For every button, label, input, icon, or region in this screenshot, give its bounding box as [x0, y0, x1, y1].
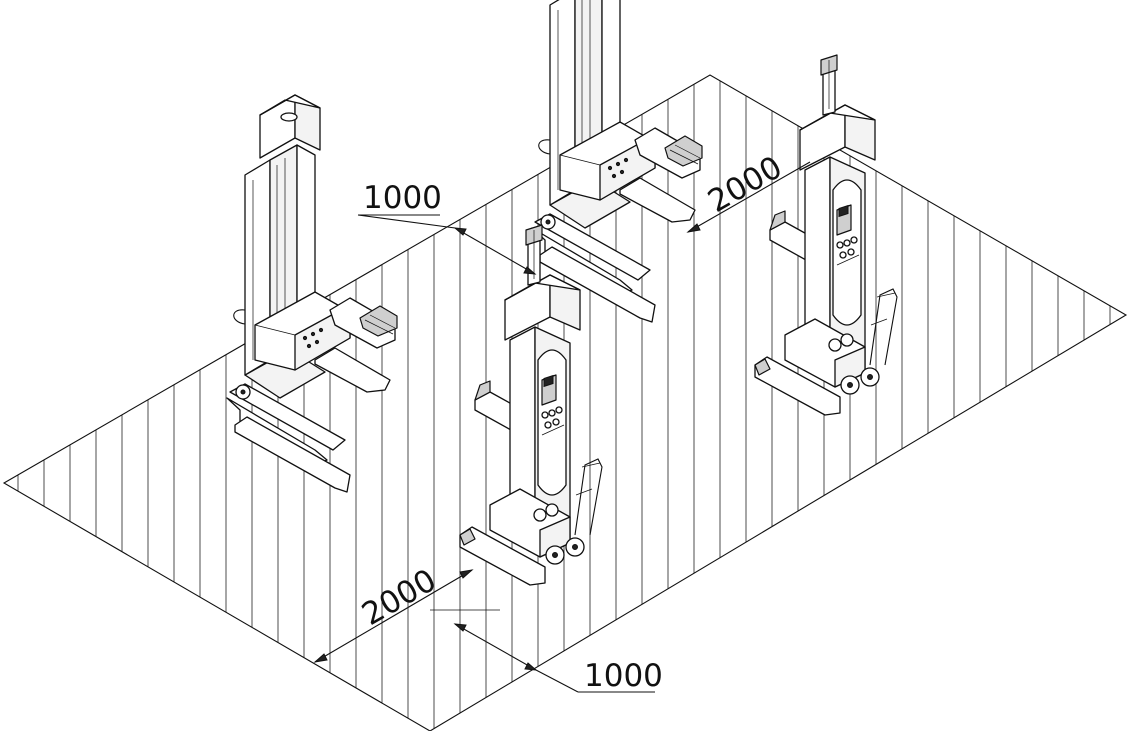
- dimension-label-bottom-left: 2000: [356, 562, 442, 633]
- dimension-label-top-right: 2000: [702, 149, 788, 220]
- column-lift-top-center: [531, 0, 703, 323]
- dimension-bottom-left: 2000: [313, 562, 474, 663]
- column-lift-top-left: [226, 94, 398, 493]
- dimension-label-bottom-right: 1000: [584, 658, 663, 694]
- dimension-label-top-left: 1000: [363, 180, 442, 216]
- dimension-top-left: 1000: [357, 180, 537, 275]
- dimension-top-right: 2000: [686, 149, 811, 233]
- dimension-bottom-right: 1000: [430, 609, 663, 694]
